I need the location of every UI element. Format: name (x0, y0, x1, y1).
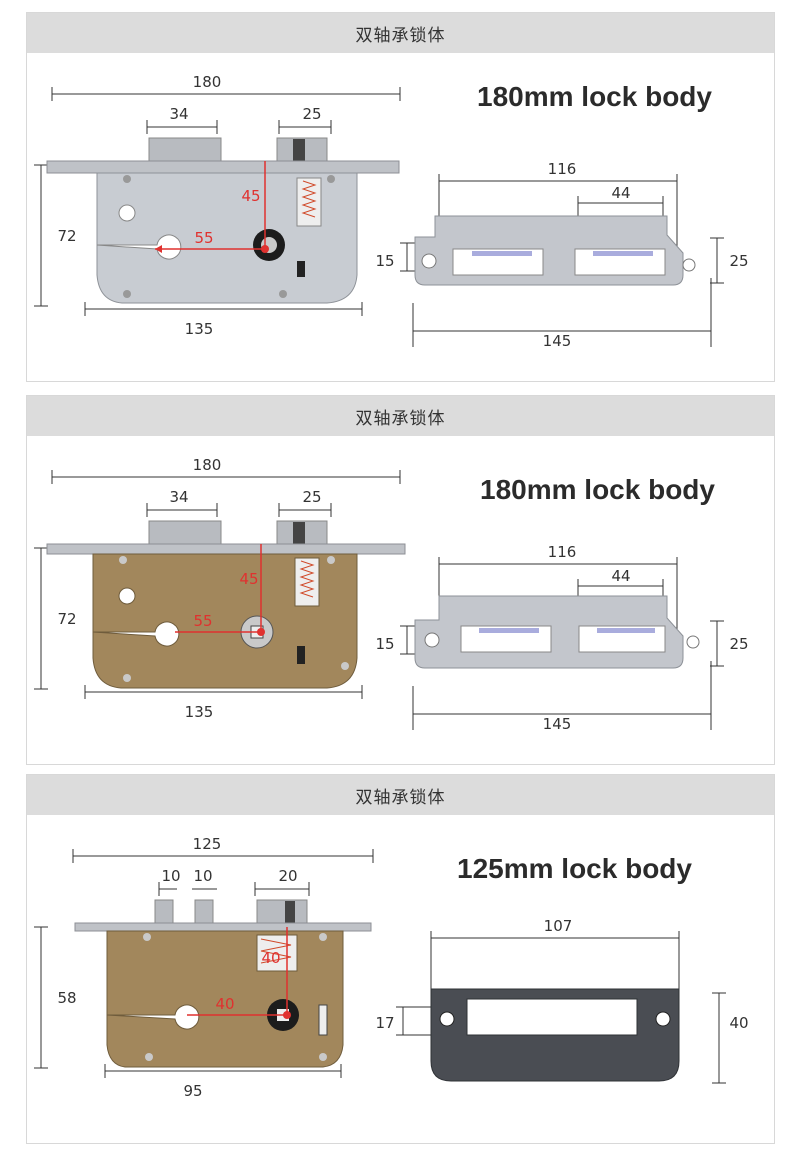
dim-right-bolt: 25 (302, 105, 321, 123)
strike-height: 25 (729, 252, 748, 270)
dim-vertical-offset: 45 (241, 187, 260, 205)
dim-backset: 55 (193, 612, 212, 630)
strike-slot-width: 44 (611, 567, 630, 585)
dim-vertical-offset: 45 (239, 570, 258, 588)
strike-height: 25 (729, 635, 748, 653)
strike-slot-width: 44 (611, 184, 630, 202)
strike-inner-width: 116 (548, 160, 577, 178)
lock-diagram: 180 34 25 72 45 55 135 116 44 15 25 145 (34, 73, 749, 350)
strike-hole-offset: 15 (375, 635, 394, 653)
lock-panel-1: 双轴承锁体 180mm lock body (26, 12, 775, 382)
dim-height: 72 (57, 610, 76, 628)
dim-case-width: 95 (183, 1082, 202, 1100)
lock-diagram: 180 34 25 72 45 55 135 116 44 15 25 145 (34, 456, 749, 733)
dim-total-width: 125 (193, 835, 222, 853)
dim-vertical-offset: 40 (261, 949, 280, 967)
lock-diagram: 125 10 10 20 58 40 40 95 107 17 40 (34, 835, 749, 1100)
lock-panel-2: 双轴承锁体 180mm lock body 180 34 25 72 4 (26, 395, 775, 765)
panel-title: 125mm lock body (457, 853, 692, 884)
strike-inner-width: 107 (544, 917, 573, 935)
dim-left-bolt: 34 (169, 488, 188, 506)
strike-hole-offset: 17 (375, 1014, 394, 1032)
lock-panel-3: 双轴承锁体 125mm lock body 125 10 10 2 (26, 774, 775, 1144)
panel-title: 180mm lock body (477, 81, 712, 112)
panel-header: 双轴承锁体 (27, 775, 774, 815)
dim-total-width: 180 (193, 73, 222, 91)
dim-right-bolt: 20 (278, 867, 297, 885)
dim-height: 72 (57, 227, 76, 245)
dim-left-bolt-b: 10 (193, 867, 212, 885)
dim-case-width: 135 (185, 703, 214, 721)
dim-height: 58 (57, 989, 76, 1007)
dim-backset: 55 (194, 229, 213, 247)
dim-left-bolt: 34 (169, 105, 188, 123)
dim-total-width: 180 (193, 456, 222, 474)
strike-inner-width: 116 (548, 543, 577, 561)
dim-right-bolt: 25 (302, 488, 321, 506)
strike-total-width: 145 (543, 715, 572, 733)
dim-backset: 40 (215, 995, 234, 1013)
panel-title: 180mm lock body (480, 474, 715, 505)
dim-case-width: 135 (185, 320, 214, 338)
strike-hole-offset: 15 (375, 252, 394, 270)
strike-height: 40 (729, 1014, 748, 1032)
panel-header: 双轴承锁体 (27, 13, 774, 53)
dim-left-bolt-a: 10 (161, 867, 180, 885)
panel-header: 双轴承锁体 (27, 396, 774, 436)
strike-total-width: 145 (543, 332, 572, 350)
